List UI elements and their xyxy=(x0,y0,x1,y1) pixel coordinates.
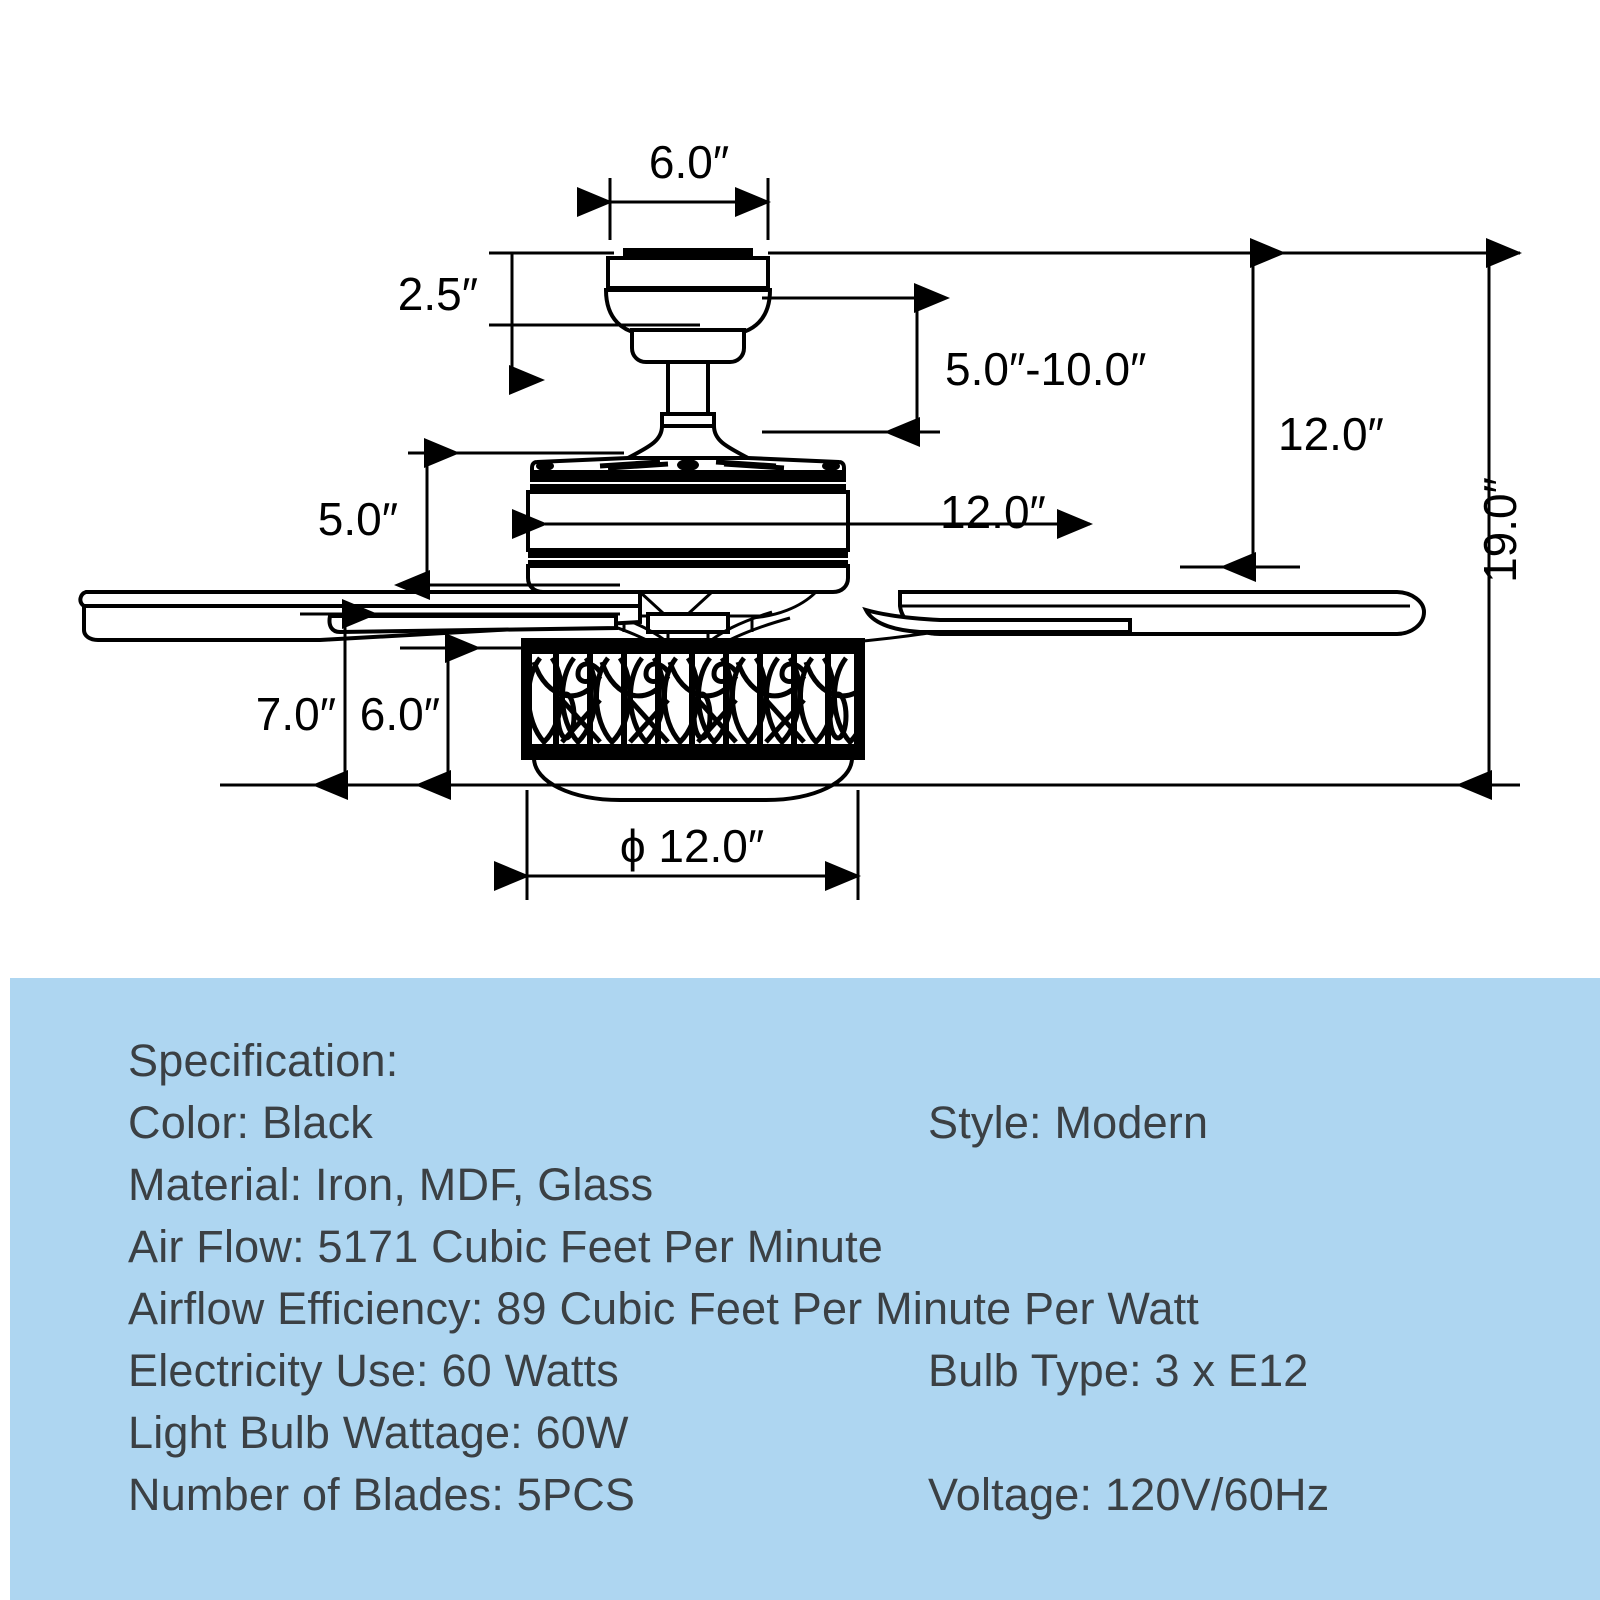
motor-coupling xyxy=(620,424,756,460)
label-ceiling-to-blade: 12.0″ xyxy=(1278,408,1384,460)
spec-heading-row: Specification: xyxy=(128,1030,1548,1092)
fan-dimension-svg: 6.0″ 2.5″ 5.0″-10.0″ 5.0″ 12.0″ 12.0″ 19… xyxy=(78,136,1526,900)
label-shade-diameter: ϕ 12.0″ xyxy=(620,820,764,872)
light-shade xyxy=(521,638,865,802)
spec-color: Color: Black xyxy=(128,1097,373,1148)
canopy xyxy=(603,248,773,364)
spec-air-flow: Air Flow: 5171 Cubic Feet Per Minute xyxy=(128,1221,884,1272)
spec-electricity-use: Electricity Use: 60 Watts xyxy=(128,1345,619,1396)
spec-number-of-blades: Number of Blades: 5PCS xyxy=(128,1469,636,1520)
label-canopy-width: 6.0″ xyxy=(649,136,729,188)
spec-bulb-type: Bulb Type: 3 x E12 xyxy=(928,1345,1309,1396)
spec-material: Material: Iron, MDF, Glass xyxy=(128,1159,654,1210)
dimension-blade-to-bottom xyxy=(300,599,620,800)
specification-panel: Specification: Color: Black Style: Moder… xyxy=(10,978,1600,1600)
spec-row-bulb-wattage: Light Bulb Wattage: 60W xyxy=(128,1402,1548,1464)
spec-row-material: Material: Iron, MDF, Glass xyxy=(128,1154,1548,1216)
label-blade-to-bottom: 7.0″ xyxy=(256,688,336,740)
specification-list: Specification: Color: Black Style: Moder… xyxy=(128,1030,1548,1526)
label-overall-height: 19.0″ xyxy=(1474,477,1526,583)
spec-heading: Specification: xyxy=(128,1035,399,1086)
spec-voltage: Voltage: 120V/60Hz xyxy=(928,1469,1330,1520)
dimension-canopy-width xyxy=(577,178,771,240)
label-downrod-length: 5.0″-10.0″ xyxy=(945,343,1146,395)
dimension-shade-height xyxy=(400,633,530,800)
label-motor-width: 12.0″ xyxy=(940,486,1046,538)
label-shade-height: 6.0″ xyxy=(360,688,440,740)
spec-row-blades-voltage: Number of Blades: 5PCS Voltage: 120V/60H… xyxy=(128,1464,1548,1526)
label-canopy-height: 2.5″ xyxy=(398,268,478,320)
dimension-downrod xyxy=(762,283,950,447)
spec-row-air-flow: Air Flow: 5171 Cubic Feet Per Minute xyxy=(128,1216,1548,1278)
spec-bulb-wattage: Light Bulb Wattage: 60W xyxy=(128,1407,629,1458)
fan-blade-left-inner xyxy=(327,614,618,635)
spec-style: Style: Modern xyxy=(928,1097,1209,1148)
technical-drawing: 6.0″ 2.5″ 5.0″-10.0″ 5.0″ 12.0″ 12.0″ 19… xyxy=(78,136,1526,900)
dimension-motor-height xyxy=(394,438,624,600)
spec-row-airflow-efficiency: Airflow Efficiency: 89 Cubic Feet Per Mi… xyxy=(128,1278,1548,1340)
dimension-ceiling-to-blade xyxy=(1180,238,1300,582)
spec-row-electricity-bulb: Electricity Use: 60 Watts Bulb Type: 3 x… xyxy=(128,1340,1548,1402)
spec-row-color-style: Color: Black Style: Modern xyxy=(128,1092,1548,1154)
label-motor-height: 5.0″ xyxy=(318,493,398,545)
dimension-shade-diameter xyxy=(494,790,861,900)
dimension-canopy-height xyxy=(489,251,700,395)
fan-blade-right-inner xyxy=(862,606,1132,634)
spec-airflow-efficiency: Airflow Efficiency: 89 Cubic Feet Per Mi… xyxy=(128,1283,1200,1334)
downrod xyxy=(660,362,716,428)
